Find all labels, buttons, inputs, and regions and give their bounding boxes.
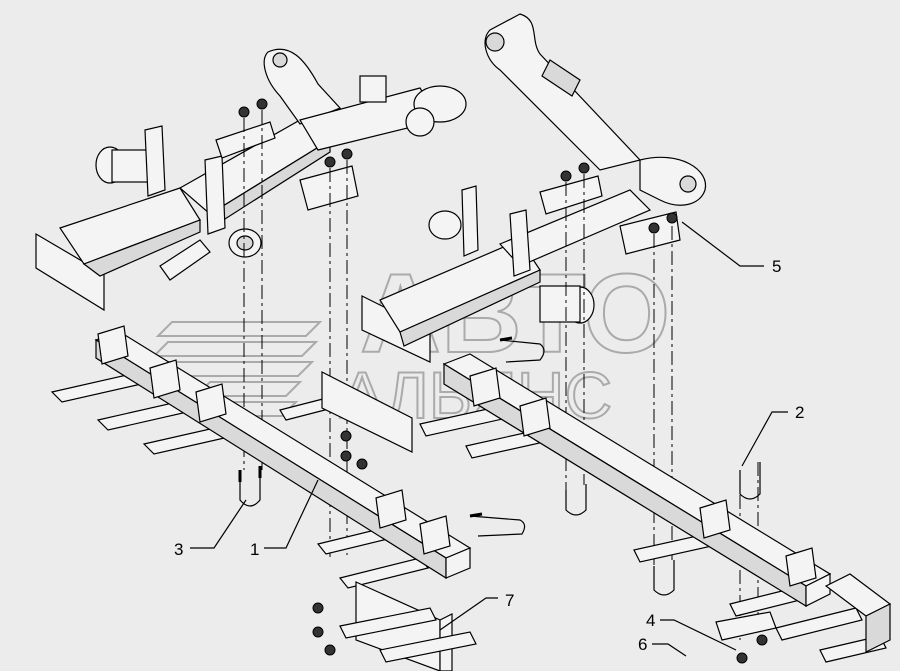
left-toolbar bbox=[50, 325, 545, 671]
nut-icon bbox=[736, 652, 748, 664]
nut-icon bbox=[324, 644, 336, 656]
right-mount-assembly bbox=[361, 13, 707, 363]
right-toolbar bbox=[419, 353, 892, 664]
callout-2: 2 bbox=[795, 403, 804, 422]
nut-icon bbox=[648, 222, 660, 234]
callout-6: 6 bbox=[638, 635, 647, 654]
nut-icon bbox=[312, 626, 324, 638]
nut-icon bbox=[666, 212, 678, 224]
nut-icon bbox=[324, 156, 336, 168]
callout-5: 5 bbox=[772, 257, 781, 276]
callout-leaders bbox=[190, 221, 788, 657]
nut-icon bbox=[560, 170, 572, 182]
nut-icon bbox=[238, 106, 250, 118]
callout-7: 7 bbox=[505, 591, 514, 610]
left-mount-assembly bbox=[35, 48, 467, 312]
nut-icon bbox=[312, 602, 324, 614]
callout-4: 4 bbox=[646, 611, 655, 630]
callout-3: 3 bbox=[174, 540, 183, 559]
u-bolt-icon bbox=[238, 466, 262, 507]
nut-icon bbox=[341, 148, 353, 160]
nut-icon bbox=[756, 634, 768, 646]
nut-icon bbox=[256, 98, 268, 110]
u-bolt-icon bbox=[739, 462, 761, 500]
callout-1: 1 bbox=[250, 540, 259, 559]
callout-labels: 1 2 3 4 5 6 7 bbox=[174, 257, 804, 654]
nut-icon bbox=[340, 430, 352, 442]
nut-icon bbox=[578, 162, 590, 174]
u-bolt-icon bbox=[469, 512, 526, 537]
u-bolt-icon bbox=[499, 336, 545, 363]
u-bolt-icon bbox=[653, 560, 675, 596]
u-bolt-icon bbox=[565, 484, 587, 516]
nut-icon bbox=[340, 450, 352, 462]
watermark-logo-stripes bbox=[147, 321, 323, 417]
nut-icon bbox=[356, 458, 368, 470]
